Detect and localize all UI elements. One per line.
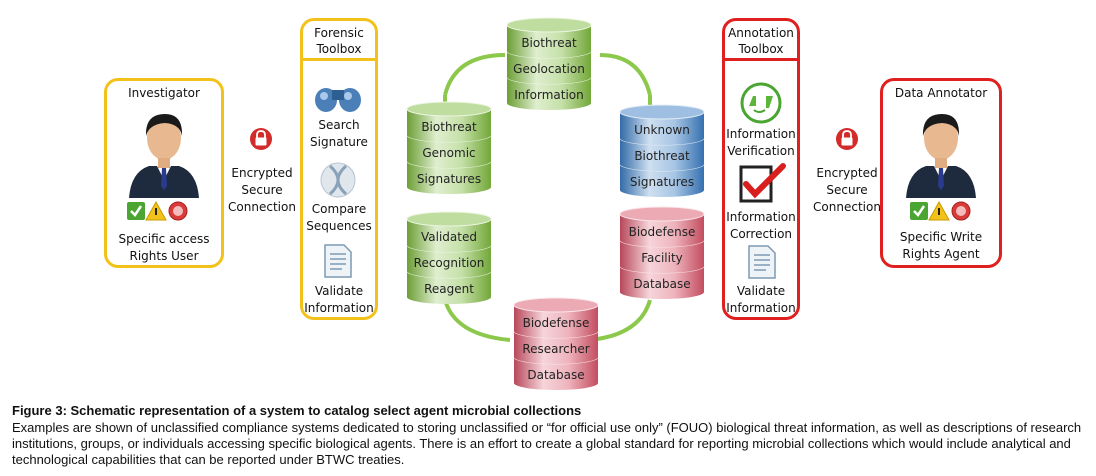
connection-left-l2: Secure <box>241 183 283 197</box>
forensic-item-1-l1: Search <box>318 118 360 132</box>
database-validated-label-2: Recognition <box>414 256 485 270</box>
forensic-item-1-l2: Signature <box>310 135 368 149</box>
document-icon <box>748 245 776 279</box>
forensic-item-2-l2: Sequences <box>306 219 372 233</box>
investigator-title: Investigator <box>128 86 200 100</box>
annotation-item-2-l1: Information <box>726 210 796 224</box>
forensic-toolbox-header: Forensic Toolbox <box>303 21 375 61</box>
forensic-toolbox-title-2: Toolbox <box>316 42 362 56</box>
checkmark-icon <box>739 163 786 203</box>
database-researcher-label-1: Biodefense <box>523 316 590 330</box>
data-annotator-box <box>880 78 1002 268</box>
annotation-toolbox-title-2: Toolbox <box>738 42 784 56</box>
annotation-toolbox-header: Annotation Toolbox <box>725 21 797 61</box>
database-geolocation-label-1: Biothreat <box>521 36 577 50</box>
forensic-item-3-l1: Validate <box>314 284 364 298</box>
database-validated-label-3: Reagent <box>424 282 474 296</box>
lock-icon <box>250 128 272 150</box>
forensic-item-3-l2: Information <box>304 301 374 315</box>
annotation-toolbox-title-1: Annotation <box>728 26 794 40</box>
investigator-box <box>104 78 224 268</box>
database-unknown-label-3: Signatures <box>630 175 694 189</box>
connection-right-l2: Secure <box>826 183 868 197</box>
database-geolocation-label-2: Geolocation <box>513 62 585 76</box>
annotation-item-2-l2: Correction <box>729 227 793 241</box>
annotation-item-1-l1: Information <box>726 127 796 141</box>
connection-left-l1: Encrypted <box>231 166 293 180</box>
database-facility-label-1: Biodefense <box>629 225 696 239</box>
annotation-item-1-l2: Verification <box>727 144 795 158</box>
document-icon <box>324 244 352 278</box>
connection-left-l3: Connection <box>228 200 296 214</box>
investigator-line1: Specific access <box>118 232 210 246</box>
database-unknown-label-2: Biothreat <box>634 149 690 163</box>
database-unknown-label-1: Unknown <box>634 123 690 137</box>
annotation-item-3-l1: Validate <box>736 284 786 298</box>
investigator-status-icons <box>127 201 188 221</box>
forensic-item-2-l1: Compare <box>311 202 367 216</box>
annotation-toolbox: Annotation Toolbox <box>722 18 800 320</box>
data-annotator-line2: Rights Agent <box>902 247 980 261</box>
data-annotator-title: Data Annotator <box>894 86 988 100</box>
database-researcher-label-2: Researcher <box>522 342 589 356</box>
database-researcher-label-3: Database <box>527 368 584 382</box>
connection-ring <box>443 53 652 342</box>
database-genomic-label-2: Genomic <box>422 146 475 160</box>
dna-icon <box>320 162 356 198</box>
database-facility-label-2: Facility <box>641 251 683 265</box>
database-genomic-label-1: Biothreat <box>421 120 477 134</box>
figure-caption-title: Figure 3: Schematic representation of a … <box>12 403 582 418</box>
forensic-toolbox: Forensic Toolbox <box>300 18 378 320</box>
thumbs-icon <box>740 82 782 124</box>
figure-caption-body: Examples are shown of unclassified compl… <box>12 420 1082 467</box>
data-annotator-line1: Specific Write <box>899 230 983 244</box>
investigator-person-icon <box>129 114 199 198</box>
database-genomic-label-3: Signatures <box>417 172 481 186</box>
data-annotator-status-icons <box>910 201 971 221</box>
database-geolocation-label-3: Information <box>514 88 583 102</box>
connection-right-l3: Connection <box>813 200 881 214</box>
connection-right-l1: Encrypted <box>816 166 878 180</box>
data-annotator-person-icon <box>906 114 976 198</box>
investigator-line2: Rights User <box>129 249 199 263</box>
forensic-toolbox-title-1: Forensic <box>314 26 364 40</box>
lock-icon <box>836 128 858 150</box>
binoculars-icon <box>315 88 361 112</box>
annotation-item-3-l2: Information <box>726 301 796 315</box>
database-validated-label-1: Validated <box>421 230 477 244</box>
database-facility-label-3: Database <box>633 277 690 291</box>
